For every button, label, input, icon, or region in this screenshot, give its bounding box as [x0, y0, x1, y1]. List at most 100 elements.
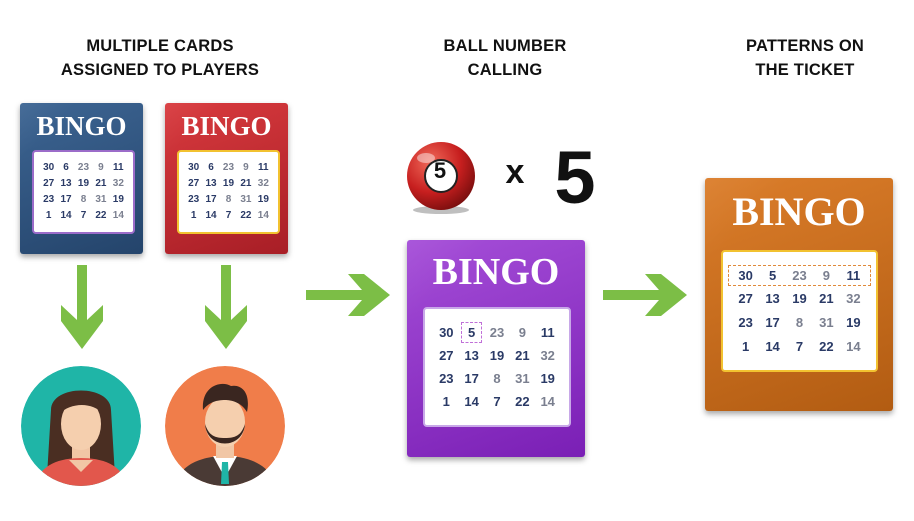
card-number-cell: 1: [442, 394, 450, 410]
card-number-cell: 7: [80, 210, 87, 221]
card-number-cell: 22: [240, 210, 252, 221]
card-number-cell: 7: [795, 338, 804, 354]
card-number-cell: 1: [45, 210, 52, 221]
card-number-cell: 27: [439, 347, 454, 363]
card-number-cell: 23: [188, 194, 200, 205]
heading-patterns: PATTERNS ON THE TICKET: [745, 37, 864, 79]
card-number-cell: 31: [240, 194, 252, 205]
card-number-cell: 30: [439, 324, 454, 340]
card-number-cell: 22: [819, 338, 834, 354]
card-number-cell: 17: [205, 194, 217, 205]
card-number-cell: 27: [43, 178, 55, 189]
card-number-cell: 23: [439, 371, 454, 386]
card-number-cell: 8: [80, 194, 87, 205]
card-number-cell: 23: [738, 315, 753, 330]
card-number-cell: 11: [258, 162, 269, 173]
heading-ball-calling: BALL NUMBER CALLING: [443, 37, 567, 79]
card-number-cell: 14: [257, 210, 269, 221]
card-number-cell: 32: [846, 291, 861, 307]
card-number-cell: 14: [464, 394, 479, 410]
card-number-cell: 11: [846, 267, 861, 283]
card-number-cell: 7: [225, 210, 232, 221]
card-number-cell: 23: [222, 162, 235, 173]
card-number-cell: 6: [208, 162, 214, 173]
called-number-highlight: [460, 321, 483, 343]
down-arrow-icon: [61, 265, 103, 349]
card-number-cell: 14: [846, 338, 861, 354]
card-number-cell: 32: [257, 178, 269, 189]
pattern-row-highlight: [728, 264, 871, 287]
card-number-cell: 27: [188, 178, 200, 189]
card-title: BINGO: [432, 251, 560, 293]
card-number-cell: 19: [792, 291, 807, 307]
card-number-cell: 5: [768, 267, 777, 283]
card-number-cell: 9: [518, 324, 526, 340]
card-number-cell: 17: [765, 315, 780, 330]
card-number-cell: 21: [95, 178, 107, 189]
card-number-cell: 11: [113, 162, 124, 173]
down-arrow-icon: [205, 265, 247, 349]
card-number-cell: 14: [60, 210, 72, 221]
ball-number: 5: [433, 158, 447, 183]
card-number-cell: 23: [489, 324, 505, 340]
card-number-cell: 31: [819, 315, 834, 330]
card-number-cell: 19: [846, 315, 861, 330]
card-number-cell: 14: [765, 338, 780, 354]
card-number-cell: 30: [738, 267, 753, 283]
card-number-cell: 19: [540, 371, 555, 386]
card-number-cell: 9: [243, 162, 249, 173]
card-number-cell: 5: [468, 324, 476, 340]
card-title: BINGO: [181, 111, 272, 141]
card-number-cell: 8: [493, 371, 501, 386]
card-title: BINGO: [732, 189, 866, 234]
heading-players: MULTIPLE CARDS ASSIGNED TO PLAYERS: [60, 37, 260, 79]
card-title: BINGO: [36, 111, 127, 141]
card-number-cell: 30: [188, 162, 200, 173]
card-number-cell: 22: [95, 210, 107, 221]
card-number-cell: 32: [112, 178, 124, 189]
card-number-cell: 7: [493, 394, 501, 410]
card-number-cell: 14: [540, 394, 555, 410]
card-number-cell: 19: [489, 347, 505, 363]
card-number-cell: 13: [464, 347, 479, 363]
card-number-cell: 9: [98, 162, 104, 173]
card-number-cell: 31: [515, 371, 530, 386]
card-number-cell: 30: [43, 162, 55, 173]
male-player-avatar: [165, 366, 285, 486]
card-number-cell: 17: [60, 194, 72, 205]
card-number-cell: 8: [795, 315, 804, 330]
right-arrow-icon: [306, 274, 390, 316]
card-number-cell: 19: [222, 178, 235, 189]
card-number-cell: 21: [819, 291, 834, 307]
card-number-cell: 23: [43, 194, 55, 205]
card-number-cell: 14: [112, 210, 124, 221]
card-number-cell: 23: [792, 267, 807, 283]
card-number-cell: 27: [738, 291, 753, 307]
card-number-cell: 21: [240, 178, 252, 189]
card-number-cell: 19: [112, 194, 124, 205]
card-number-cell: 32: [540, 347, 555, 363]
card-number-cell: 19: [77, 178, 90, 189]
card-number-cell: 13: [60, 178, 72, 189]
card-number-cell: 8: [225, 194, 232, 205]
lottery-ball-icon: [407, 142, 475, 214]
card-number-cell: 21: [515, 347, 530, 363]
right-arrow-icon: [603, 274, 687, 316]
card-number-cell: 1: [190, 210, 197, 221]
card-number-cell: 1: [742, 338, 750, 354]
card-number-cell: 17: [464, 371, 479, 386]
card-number-cell: 23: [77, 162, 90, 173]
female-player-avatar: [21, 366, 141, 486]
multiply-sign: x: [505, 153, 525, 191]
card-number-cell: 31: [95, 194, 107, 205]
call-count: 5: [554, 136, 596, 219]
card-number-cell: 11: [540, 324, 555, 340]
